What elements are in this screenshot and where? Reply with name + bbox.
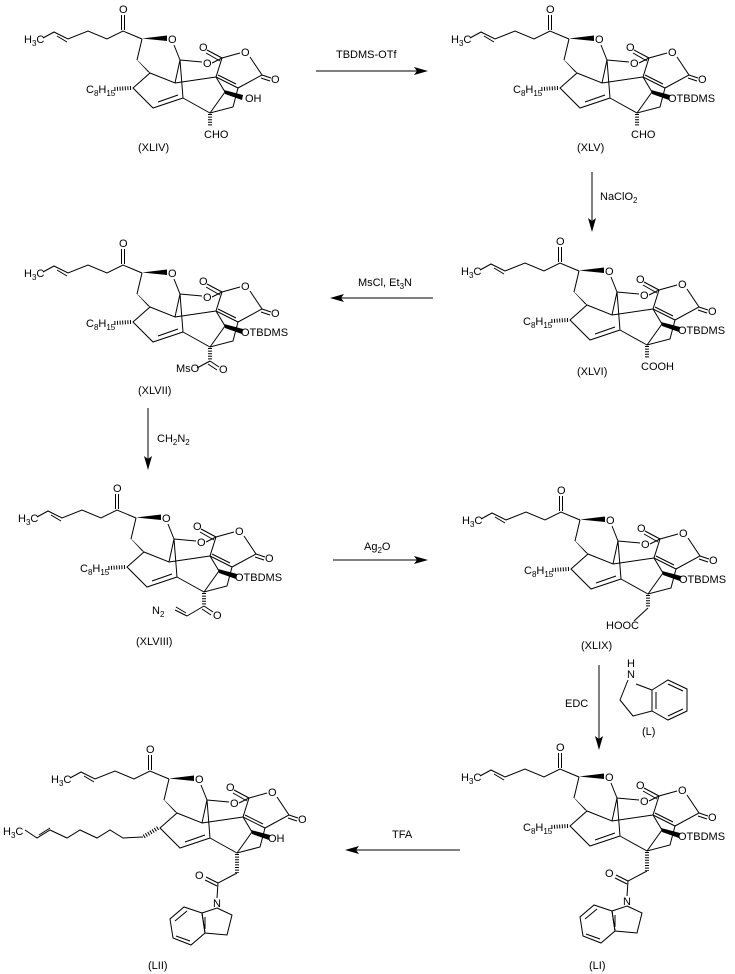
aldehyde-label: CHO [204,129,229,141]
reagent-tfa: TFA [392,829,413,841]
compound-label: (XLVII) [138,385,171,397]
hooc-label: HOOC [606,620,639,632]
arrow-step3: MsCl, Et3N [330,277,433,302]
side-chain-label: C8H15 [523,822,553,836]
arrow-step6: EDC [565,665,603,750]
compound-XLIX: C8H15 OTBDMS HOOC (XLIX) [461,484,726,652]
compound-LI: C8H15 OTBDMS O N (LI) [460,741,725,972]
amide-n-label: N [623,896,631,908]
side-chain-label: C8H15 [524,565,554,579]
amide-o-label: O [195,870,204,882]
aldehyde-label: CHO [631,129,656,141]
diazo-label: N2 [152,605,165,619]
side-chain-label: C8H15 [86,318,116,332]
carboxylic-acid-label: COOH [641,361,674,373]
otbdms-label: OTBDMS [678,831,725,843]
compound-label: (XLV) [577,142,604,154]
compound-L: N H (L) [619,658,688,738]
compound-label: (XLIV) [138,142,169,154]
reagent-edc: EDC [565,698,588,710]
otbdms-label: OTBDMS [235,572,282,584]
carbonyl-o-label: O [219,364,228,376]
arrow-step2: NaClO2 [588,172,638,232]
amide-o-label: O [605,868,614,880]
side-chain-label: C8H15 [513,84,543,98]
side-chain-label: C8H15 [86,84,116,98]
compound-label: (XLIX) [581,640,612,652]
side-chain-h3c-label: H3C [3,826,23,840]
otbdms-label: OTBDMS [679,574,726,586]
carbonyl-o-label: O [213,610,222,622]
otbdms-label: OTBDMS [678,325,725,337]
arrow-step1: TBDMS-OTf [316,49,428,75]
reagent-naclo2: NaClO2 [600,191,638,205]
otbdms-label: OTBDMS [668,93,715,105]
compound-XLVI: C8H15 OTBDMS COOH (XLVI) [460,235,725,378]
indoline-h-label: H [627,658,635,670]
compound-label: (XLVI) [577,366,607,378]
hydroxyl-label: OH [268,833,285,845]
compound-XLIV: C8H15 OH CHO (XLIV) [23,3,281,154]
arrow-step4: CH2N2 [144,408,190,470]
reagent-mscl-et3n: MsCl, Et3N [358,277,412,291]
amide-n-label: N [213,898,221,910]
reagent-ch2n2: CH2N2 [157,433,190,447]
compound-XLVII: C8H15 OTBDMS MsO O (XLVII) [23,237,288,397]
side-chain-label: C8H15 [523,316,553,330]
arrow-step7: TFA [345,829,460,854]
compound-label: (L) [642,726,655,738]
compound-XLVIII: C8H15 OTBDMS N2 O (XLVIII) [17,482,282,648]
reagent-tbdms-otf: TBDMS-OTf [336,49,397,61]
arrow-step5: Ag2O [333,541,428,564]
reagent-ag2o: Ag2O [364,541,391,555]
mesyloxy-label: MsO [176,363,200,375]
otbdms-label: OTBDMS [241,327,288,339]
indoline-n-label: N [627,669,635,681]
compound-XLV: C8H15 OTBDMS CHO (XLV) [450,3,715,154]
compound-label: (LII) [148,960,168,972]
hydroxyl-label: OH [245,93,262,105]
side-chain-label: C8H15 [80,563,110,577]
compound-label: (LI) [589,960,606,972]
compound-label: (XLVIII) [136,636,172,648]
compound-LII: H3C OH O N (LII) [3,743,308,972]
